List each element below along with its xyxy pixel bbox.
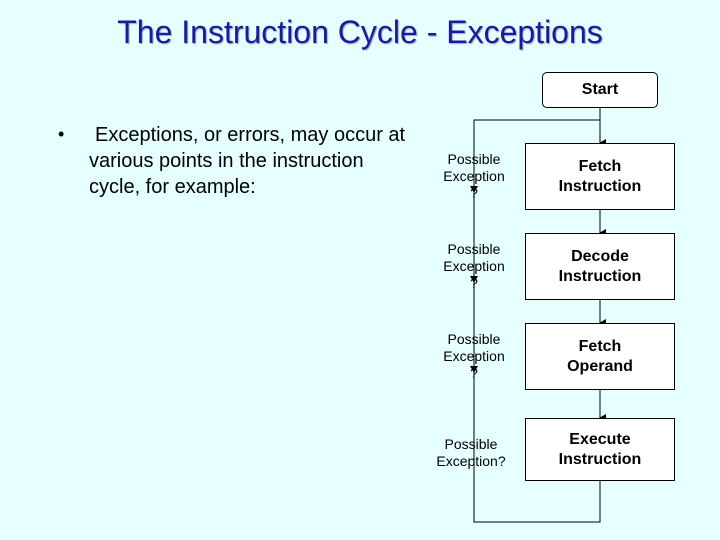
step-line: Instruction [558,267,642,285]
exception-line: ? [470,275,478,291]
exception-line: Exception [443,258,505,274]
execute-instruction-box: Execute Instruction [525,418,675,481]
step-line: Execute [569,430,631,448]
exception-arrowhead-3 [470,366,478,373]
exception-line: Exception [443,168,505,184]
step-line: Instruction [558,177,642,195]
bullet-line-3: cycle, for example: [89,176,256,198]
fetch-operand-box: Fetch Operand [525,323,675,390]
exception-line: ? [470,365,478,381]
step-line: Operand [567,357,633,375]
exception-line: ? [470,185,478,201]
step-line: Fetch [578,337,622,355]
possible-exception-label-1: Possible Exception ? [419,151,529,202]
exception-arrowhead-1 [470,186,478,193]
decode-instruction-box: Decode Instruction [525,233,675,300]
exception-line: Possible [447,241,501,257]
possible-exception-label-2: Possible Exception ? [419,241,529,292]
exception-line: Possible [447,331,501,347]
loop-back-line [473,119,601,523]
exception-line: Exception [443,348,505,364]
bullet-line-1: Exceptions, or errors, may occur at [95,124,406,146]
step-line: Decode [571,247,629,265]
exception-line: Exception? [436,453,506,469]
step-line: Fetch [578,157,622,175]
bullet-line-2: various points in the instruction [89,150,364,172]
bullet-text: Exceptions, or errors, may occur at vari… [89,122,449,200]
possible-exception-label-4: Possible Exception? [416,436,526,470]
fetch-instruction-box: Fetch Instruction [525,143,675,210]
bullet-marker: • [58,124,65,144]
exception-line: Possible [444,436,498,452]
slide-title: The Instruction Cycle - Exceptions [117,14,603,50]
exception-arrowhead-2 [470,276,478,283]
exception-line: Possible [447,151,501,167]
possible-exception-label-3: Possible Exception ? [419,331,529,382]
start-box: Start [542,72,658,108]
step-line: Instruction [558,450,642,468]
